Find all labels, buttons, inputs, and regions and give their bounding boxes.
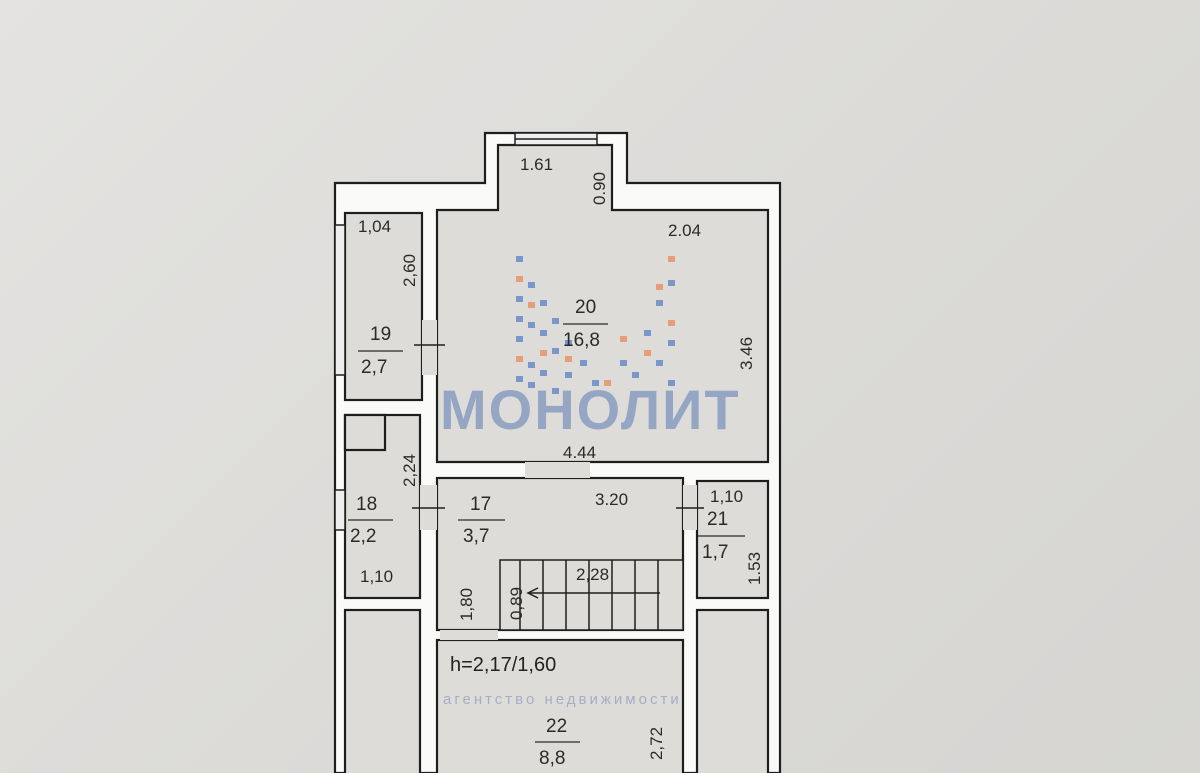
dim-r17-height: 1,80: [457, 587, 477, 622]
dim-r19-length: 2,60: [400, 253, 420, 288]
door-17-22: [440, 630, 498, 640]
dim-stair-length: 2,28: [576, 565, 610, 584]
room-number: 17: [470, 494, 492, 515]
room-area: 3,7: [463, 526, 490, 547]
dim-r17-width: 3.20: [595, 490, 629, 509]
watermark-logo: [516, 256, 675, 394]
room-area: 16,8: [563, 330, 600, 351]
room-number: 22: [546, 716, 568, 737]
dim-bay-width: 1.61: [520, 155, 554, 174]
watermark-tagline: агентство недвижимости: [443, 691, 682, 708]
staircase: [499, 559, 684, 631]
room-area: 1,7: [702, 542, 729, 563]
dim-r20-bottom: 4.44: [563, 443, 597, 462]
room-number: 19: [370, 324, 392, 345]
room-area: 2,7: [361, 357, 388, 378]
room-21: [695, 479, 770, 600]
room-area: 2,2: [350, 526, 377, 547]
dim-r22-length: 2,72: [647, 726, 667, 761]
door-20-17: [525, 462, 590, 478]
window-left-2: [334, 489, 346, 531]
ceiling-height: h=2,17/1,60: [450, 654, 557, 676]
watermark-brand: МОНОЛИТ: [440, 378, 741, 441]
closet: [343, 413, 387, 452]
dim-r19-width: 1,04: [358, 217, 392, 236]
room-left-lower: [343, 608, 422, 773]
room-number: 20: [575, 297, 597, 318]
dim-bay-depth: 0.90: [590, 171, 610, 206]
dim-r18-length: 2,24: [400, 453, 420, 488]
room-number: 21: [707, 509, 729, 530]
dim-r20-width: 2.04: [668, 221, 702, 240]
dim-r21-length: 1.53: [745, 551, 765, 586]
dim-r21-width: 1,10: [710, 487, 744, 506]
room-number: 18: [356, 494, 378, 515]
dim-r20-length: 3.46: [737, 336, 757, 371]
dim-stair-width: 0,89: [507, 586, 527, 621]
window-left: [334, 224, 346, 376]
door-19-20: [422, 320, 437, 375]
room-22: [435, 638, 685, 773]
dim-r18-width: 1,10: [360, 567, 394, 586]
room-right-lower: [695, 608, 770, 773]
room-area: 8,8: [539, 748, 566, 769]
